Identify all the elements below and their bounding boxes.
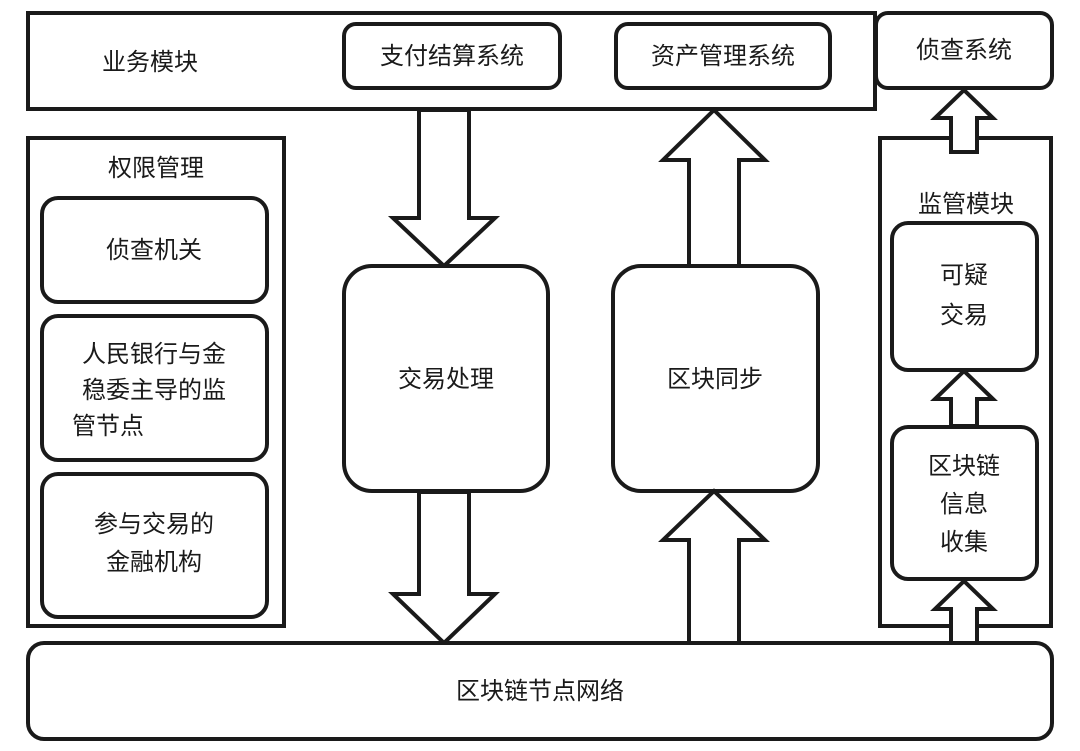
central-bank-regulator-box: [40, 314, 269, 462]
central-bank-line-1: 人民银行与金: [82, 340, 226, 368]
supervision-module-title: 监管模块: [918, 190, 1014, 218]
collect-line-1: 区块链: [928, 452, 1000, 480]
payment-settlement-box: [342, 22, 562, 90]
financial-institution-box: [40, 472, 269, 619]
payment-settlement-label: 支付结算系统: [380, 42, 524, 70]
asset-management-box: [614, 22, 832, 90]
blockchain-node-network-label: 区块链节点网络: [456, 677, 624, 705]
financial-institution-line-1: 参与交易的: [94, 510, 214, 538]
up-arrow-lower: [658, 488, 770, 645]
block-sync-label: 区块同步: [667, 365, 763, 393]
blockchain-node-network-box: [26, 641, 1054, 741]
asset-management-label: 资产管理系统: [651, 42, 795, 70]
collect-line-3: 收集: [940, 528, 988, 556]
up-arrow-upper: [658, 107, 770, 268]
business-module-label: 业务模块: [102, 48, 198, 76]
investigation-authority-box: [40, 196, 269, 304]
collect-line-2: 信息: [940, 490, 988, 518]
down-arrow-upper: [387, 108, 501, 269]
investigation-authority-label: 侦查机关: [106, 236, 202, 264]
financial-institution-line-2: 金融机构: [106, 548, 202, 576]
down-arrow-lower: [388, 490, 500, 646]
suspicious-line-1: 可疑: [940, 261, 988, 289]
up-arrow-to-investigation: [930, 87, 998, 154]
up-arrow-supervision-inner: [930, 368, 998, 428]
up-arrow-network-to-supervision: [930, 578, 998, 645]
suspicious-line-2: 交易: [940, 301, 988, 329]
permission-management-title: 权限管理: [108, 154, 204, 182]
central-bank-line-3: 管节点: [72, 412, 144, 440]
suspicious-transaction-box: [890, 221, 1039, 372]
central-bank-line-2: 稳委主导的监: [82, 376, 226, 404]
transaction-processing-label: 交易处理: [398, 365, 494, 393]
investigation-system-label: 侦查系统: [916, 36, 1012, 64]
